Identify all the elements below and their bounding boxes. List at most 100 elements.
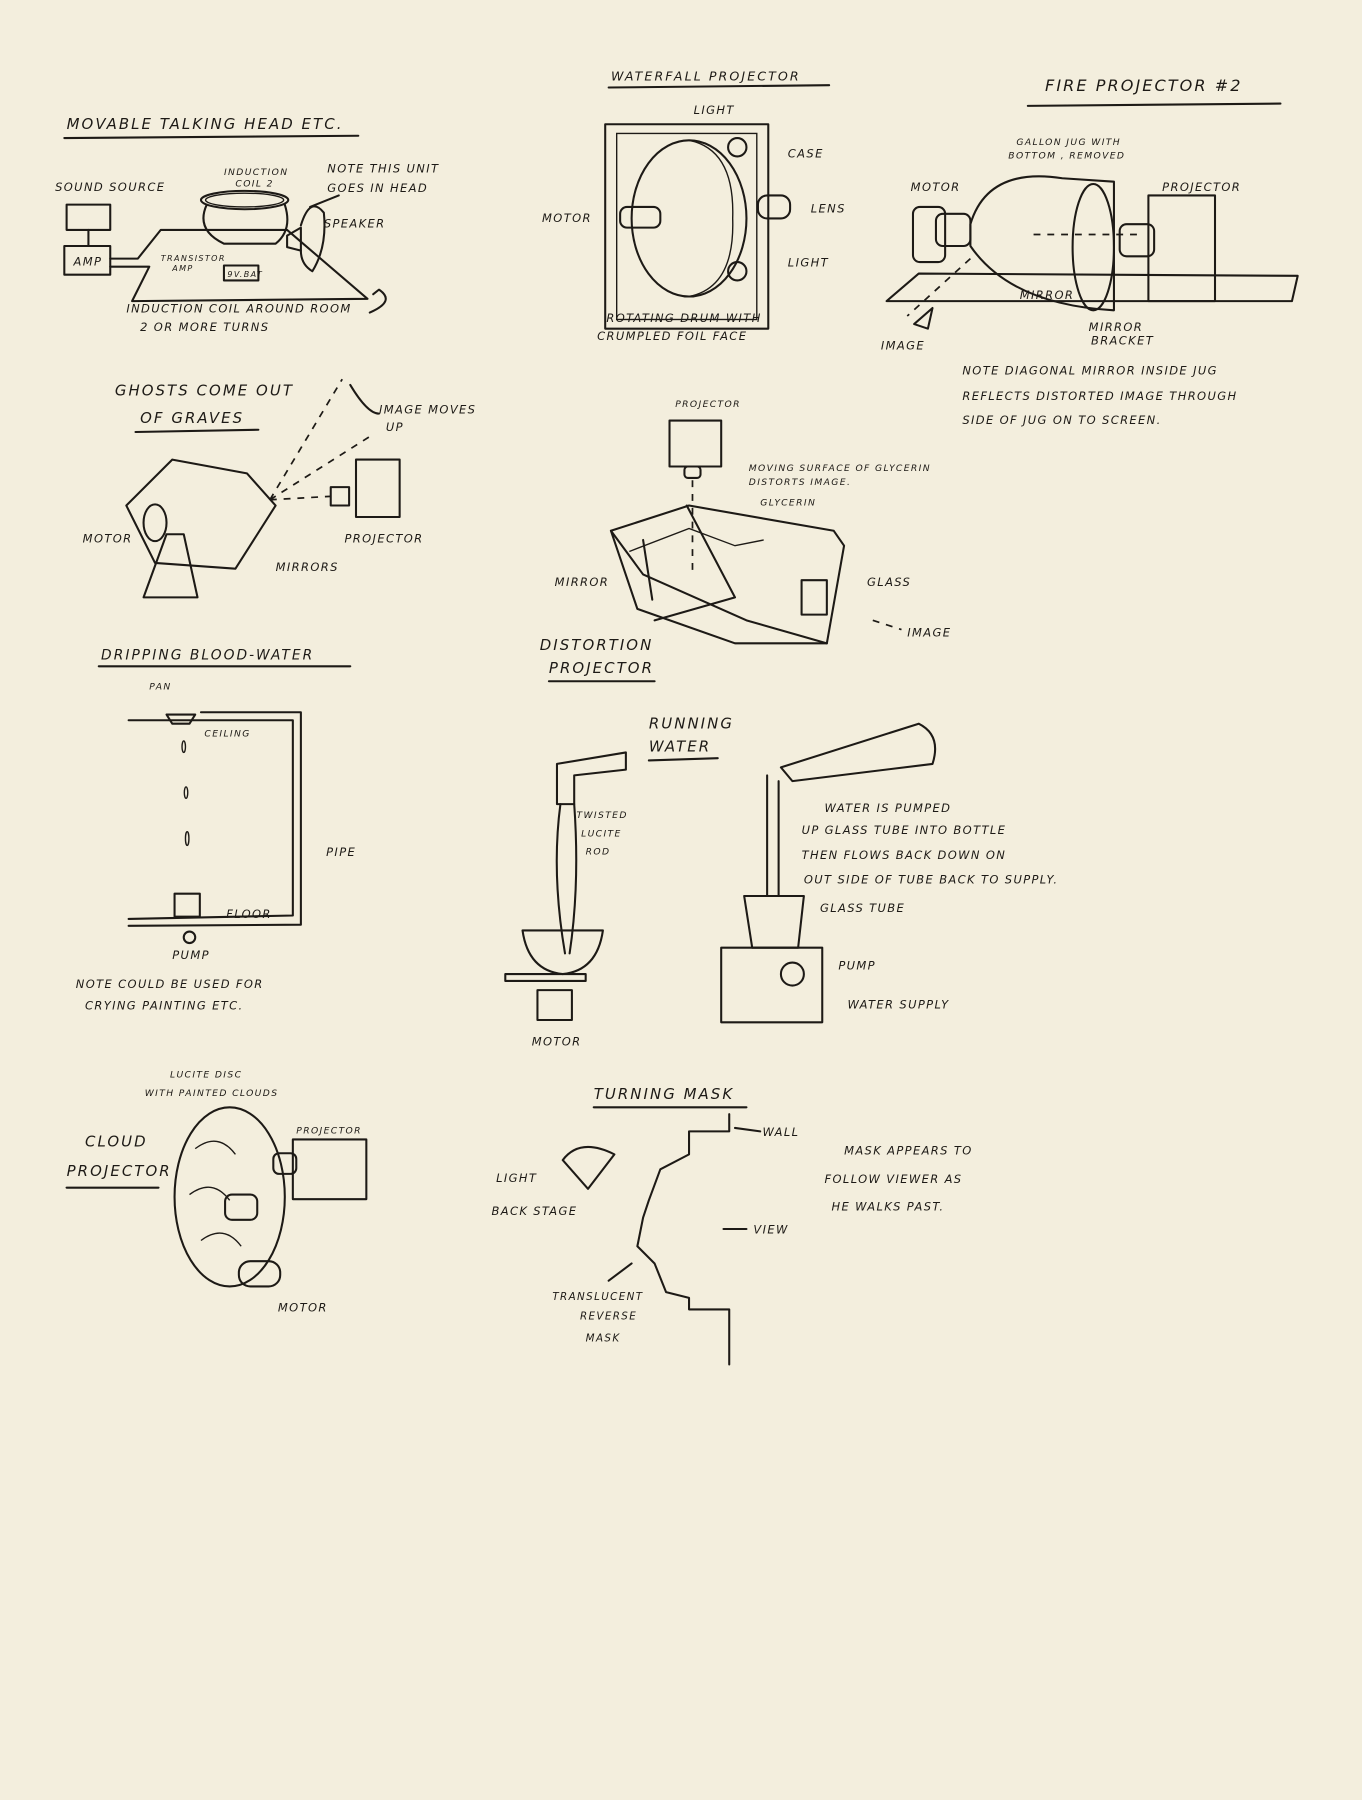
waterfall-case xyxy=(604,123,770,330)
dripping-blood-diagram: DRIPPING BLOOD-WATER PAN CEILING PIPE FL… xyxy=(76,647,355,1013)
cloud-projector-diagram: LUCITE DISC WITH PAINTED CLOUDS PROJECTO… xyxy=(65,1069,368,1315)
glass-tube xyxy=(743,894,805,949)
jug-label: GALLON JUG WITH xyxy=(1016,137,1121,148)
view-label: VIEW xyxy=(753,1223,788,1237)
supply-label: WATER SUPPLY xyxy=(848,998,950,1012)
running-text-3: THEN FLOWS BACK DOWN ON xyxy=(802,848,1007,862)
motor xyxy=(237,1260,282,1288)
rod-label: TWISTED xyxy=(576,810,627,821)
projector-label: PROJECTOR xyxy=(296,1126,362,1137)
induction-coil xyxy=(199,189,290,211)
image-label: IMAGE xyxy=(881,338,925,352)
projector-box xyxy=(291,1138,368,1201)
motor-label: MOTOR xyxy=(278,1301,328,1315)
drum-label: ROTATING DRUM WITH xyxy=(606,311,761,325)
lens-label: LENS xyxy=(811,202,846,216)
motor xyxy=(911,205,947,264)
speaker-icon xyxy=(299,205,326,273)
surface-label: MOVING SURFACE OF GLYCERIN xyxy=(749,463,931,474)
disc-label-2: WITH PAINTED CLOUDS xyxy=(145,1088,279,1099)
waterfall-projector-diagram: WATERFALL PROJECTOR LIGHT CASE MOTOR LEN… xyxy=(542,69,846,344)
pump-label: PUMP xyxy=(838,958,876,972)
mask-text-1: MASK APPEARS TO xyxy=(844,1143,973,1157)
pump-label: PUMP xyxy=(172,948,210,962)
ghosts-title-2: OF GRAVES xyxy=(140,409,244,427)
coil-label: INDUCTION xyxy=(224,167,289,178)
lucite-disc xyxy=(173,1106,286,1288)
light-label: LIGHT xyxy=(496,1171,537,1185)
projector-label: PROJECTOR xyxy=(675,399,741,410)
note-label: NOTE THIS UNIT xyxy=(327,161,439,175)
mirror-drum xyxy=(125,458,277,570)
note-line-2: CRYING PAINTING ETC. xyxy=(85,999,244,1013)
motor-label: MOTOR xyxy=(532,1034,582,1048)
drum-label-2: CRUMPLED FOIL FACE xyxy=(597,329,747,343)
running-text-2: UP GLASS TUBE INTO BOTTLE xyxy=(802,823,1007,837)
running-text-1: WATER IS PUMPED xyxy=(825,801,952,815)
ceiling-label: CEILING xyxy=(204,728,250,739)
disc-label: LUCITE DISC xyxy=(170,1069,242,1080)
blood-title: DRIPPING BLOOD-WATER xyxy=(101,647,314,663)
image-arrow xyxy=(913,306,934,330)
mirror-label: MIRROR xyxy=(1020,288,1074,302)
backstage-label: BACK STAGE xyxy=(492,1204,578,1218)
motor xyxy=(536,989,573,1022)
moves-label: IMAGE MOVES xyxy=(379,403,476,417)
projector-label: PROJECTOR xyxy=(1162,180,1241,194)
floor-label: FLOOR xyxy=(226,907,272,921)
reverse-label: REVERSE xyxy=(580,1311,637,1323)
note-line-1: NOTE DIAGONAL MIRROR INSIDE JUG xyxy=(962,364,1218,378)
transistor-amp-label: AMP xyxy=(171,264,193,273)
mirror-label: MIRROR xyxy=(555,575,609,589)
note-line-1: NOTE COULD BE USED FOR xyxy=(76,977,264,991)
projector-label: PROJECTOR xyxy=(345,531,424,545)
rod-label-3: ROD xyxy=(586,847,611,858)
pump xyxy=(779,961,805,987)
water-supply-box xyxy=(720,946,824,1024)
distortion-title: DISTORTION xyxy=(540,636,654,654)
title-underline xyxy=(63,134,360,140)
rod-label-2: LUCITE xyxy=(581,828,622,839)
note-line-3: SIDE OF JUG ON TO SCREEN. xyxy=(962,413,1161,427)
sound-source-box xyxy=(65,203,112,231)
talking-head-title: MOVABLE TALKING HEAD ETC. xyxy=(67,115,344,133)
shelf xyxy=(504,973,587,982)
motor-label: MOTOR xyxy=(83,531,133,545)
note-line-2: REFLECTS DISTORTED IMAGE THROUGH xyxy=(962,389,1237,403)
cloud-title-2: PROJECTOR xyxy=(67,1162,172,1180)
fire-projector-diagram: FIRE PROJECTOR #2 GALLON JUG WITH BOTTOM… xyxy=(881,76,1299,427)
glycerin-tank xyxy=(609,504,846,645)
glycerin-label: GLYCERIN xyxy=(760,498,816,509)
translucent-label: TRANSLUCENT xyxy=(552,1291,643,1303)
mask-profile xyxy=(636,1113,731,1366)
transistor-label: TRANSISTOR xyxy=(161,254,226,263)
distortion-title-2: PROJECTOR xyxy=(549,659,654,677)
ceiling-pipe xyxy=(127,719,294,920)
image-label: IMAGE xyxy=(907,625,951,639)
lucite-rod xyxy=(555,803,578,955)
amp-label: AMP xyxy=(72,255,102,269)
mask-title: TURNING MASK xyxy=(594,1085,734,1103)
motor xyxy=(142,503,168,543)
jug-label-2: BOTTOM , REMOVED xyxy=(1008,151,1125,162)
faucet xyxy=(555,751,627,806)
room-coil-label: INDUCTION COIL AROUND ROOM xyxy=(126,302,351,316)
glass-tube-label: GLASS TUBE xyxy=(820,901,905,915)
light-bottom-label: LIGHT xyxy=(788,256,829,270)
bracket-label-2: BRACKET xyxy=(1091,334,1154,348)
sound-source-label: SOUND SOURCE xyxy=(55,180,165,194)
note-label-2: GOES IN HEAD xyxy=(327,181,428,195)
bottle xyxy=(779,722,937,783)
running-title-2: WATER xyxy=(649,737,711,755)
ghosts-title: GHOSTS COME OUT xyxy=(115,381,294,399)
projector-box xyxy=(668,419,723,468)
case-label: CASE xyxy=(788,147,824,161)
moves-label-2: UP xyxy=(386,420,404,434)
talking-head-diagram: MOVABLE TALKING HEAD ETC. SOUND SOURCE A… xyxy=(55,115,439,334)
fire-title: FIRE PROJECTOR #2 xyxy=(1045,76,1243,95)
running-water-diagram: RUNNING WATER TWISTED LUCITE ROD MOTOR W… xyxy=(504,714,1057,1048)
projector-box xyxy=(354,458,401,519)
waterfall-title: WATERFALL PROJECTOR xyxy=(611,69,801,84)
glass-label: GLASS xyxy=(867,575,911,589)
